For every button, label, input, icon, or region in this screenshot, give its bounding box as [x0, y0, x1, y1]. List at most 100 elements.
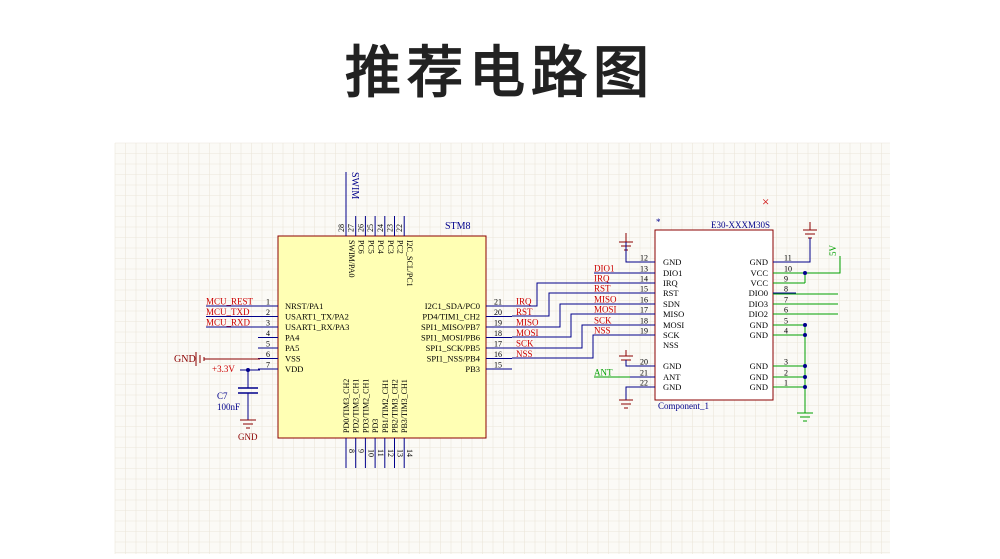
stm8-top-pin-name: SWIM/PA0 [347, 240, 356, 278]
stm8-bottom-pin-num: 11 [376, 449, 385, 457]
e30-right-pin-name: GND [750, 382, 768, 392]
e30-left-net-label: ANT [594, 368, 613, 378]
e30-vcc-wire [773, 256, 841, 274]
e30-left-pin-num: 16 [640, 296, 648, 305]
e30-vcc-junction [803, 271, 807, 275]
e30-left-net-label: MISO [594, 295, 617, 305]
stm8-right-pin-num: 15 [494, 361, 502, 370]
e30-right-pin-num: 7 [784, 296, 788, 305]
e30-left-pin-name: SDN [663, 299, 680, 309]
e30-left-pin-num: 14 [640, 275, 648, 284]
e30-right-pin-num: 8 [784, 285, 788, 294]
stm8-left-pin-name: VSS [285, 354, 301, 364]
stm8-right-pin-num: 19 [494, 319, 502, 328]
e30-right-pin-num: 9 [784, 275, 788, 284]
stm8-left-pin-num: 6 [266, 350, 270, 359]
vdd-net-label: +3.3V [212, 364, 235, 374]
stm8-bottom-pin-name: PB1/TIM2_CH1 [381, 379, 390, 433]
e30-right-pin-name: DIO3 [749, 299, 768, 309]
e30-left-pin-name: ANT [663, 372, 681, 382]
e30-gnd-mid-wire [625, 360, 655, 367]
stm8-bottom-pin-name: PD3 [371, 419, 380, 433]
stm8-top-pin-name: PC5 [366, 240, 375, 254]
e30-right-pin-name: GND [750, 372, 768, 382]
stm8-right-pin-name: I2C1_SDA/PC0 [425, 301, 480, 311]
stm8-left-pin-num: 7 [266, 361, 270, 370]
e30-left-net-label: IRQ [594, 274, 610, 284]
e30-right-pin-num: 5 [784, 317, 788, 326]
e30-right-pin-name: DIO0 [749, 288, 768, 298]
stm8-right-net-label: NSS [516, 349, 533, 359]
e30-gnd-bottom-symbol [619, 399, 633, 409]
e30-module-body [654, 229, 774, 401]
stm8-top-pin-name: PC6 [357, 240, 366, 254]
stm8-left-pin-num: 3 [266, 319, 270, 328]
stm8-bottom-pin-name: PD0/TIM3_CH2 [342, 379, 351, 433]
stm8-right-pin-num: 17 [494, 340, 502, 349]
stm8-right-pin-name: SPI1_MISO/PB7 [421, 322, 480, 332]
e30-left-pin-name: DIO1 [663, 268, 682, 278]
stm8-bottom-pin-name: PB3/TIM3_CH1 [400, 379, 409, 433]
stm8-top-pin-num: 28 [337, 224, 346, 232]
e30-right-pin-num: 4 [784, 327, 788, 336]
stm8-left-net-label: MCU_RXD [206, 318, 251, 328]
e30-left-pin-name: SCK [663, 330, 680, 340]
e30-module-name: E30-XXXM30S [711, 220, 770, 230]
stm8-right-pin-num: 18 [494, 329, 502, 338]
stm8-right-pin-name: SPI1_NSS/PB4 [427, 354, 481, 364]
swim-net-label: SWIM [349, 172, 360, 199]
e30-left-net-label: SCK [594, 316, 612, 326]
e30-right-pins: 11GND10VCC9VCC8DIO07DIO36DIO25GND4GND3GN… [749, 254, 796, 392]
e30-left-pin-name: GND [663, 382, 681, 392]
e30-left-net-label: NSS [594, 326, 611, 336]
stm8-right-net-label: MOSI [516, 328, 539, 338]
page-title: 推荐电路图 [345, 41, 655, 106]
cap-gnd-label: GND [238, 432, 258, 442]
stm8-left-pin-name: USART1_TX/PA2 [285, 312, 349, 322]
e30-left-pin-name: RST [663, 288, 679, 298]
e30-right-pin-name: VCC [751, 278, 769, 288]
e30-right-gnd-top-symbol [803, 222, 817, 239]
e30-dio-stubs [773, 293, 838, 315]
stm8-left-pin-num: 4 [266, 329, 270, 338]
stm8-top-pin-name: PC2 [396, 240, 405, 254]
e30-right-pin-num: 1 [784, 379, 788, 388]
stm8-top-pin-name: PC4 [376, 240, 385, 254]
e30-right-pin-name: VCC [751, 268, 769, 278]
stm8-bottom-pin-name: PD3/TIM2_CH1 [361, 379, 370, 433]
stm8-left-pin-name: PA5 [285, 343, 299, 353]
stm8-right-pin-name: PB3 [465, 364, 480, 374]
vdd-junction [246, 368, 250, 372]
e30-left-pin-num: 13 [640, 265, 648, 274]
e30-right-gnd-top-wire [773, 238, 811, 263]
stm8-top-pin-num: 25 [366, 224, 375, 232]
e30-left-pin-num: 19 [640, 327, 648, 336]
e30-right-pin-num: 11 [784, 254, 792, 263]
stm8-top-pin-name: PC3 [386, 240, 395, 254]
e30-left-pin-name: GND [663, 257, 681, 267]
gnd-left-label: GND [174, 354, 196, 365]
cap-gnd-symbol [240, 419, 256, 429]
e30-left-net-label: RST [594, 284, 611, 294]
cap-name: C7 [217, 391, 228, 401]
stm8-left-pin-name: PA4 [285, 333, 300, 343]
e30-left-pin-num: 15 [640, 285, 648, 294]
e30-left-pin-num: 17 [640, 306, 648, 315]
e30-gnd-top-wire [625, 242, 655, 263]
stm8-left-pin-name: NRST/PA1 [285, 301, 323, 311]
e30-left-pin-name: NSS [663, 340, 679, 350]
e30-right-pin-name: DIO2 [749, 309, 768, 319]
e30-cross-marker: × [762, 194, 769, 209]
stm8-bottom-pin-num: 10 [366, 449, 375, 457]
e30-right-pin-name: GND [750, 361, 768, 371]
stm8-top-pin-name: I2C_SCL/PC1 [405, 240, 414, 287]
e30-left-pin-name: IRQ [663, 278, 678, 288]
stm8-right-net-label: RST [516, 307, 533, 317]
stm8-chip-name: STM8 [445, 221, 471, 232]
e30-left-pin-name: GND [663, 361, 681, 371]
stm8-bottom-pin-num: 13 [396, 449, 405, 457]
e30-right-pin-name: GND [750, 257, 768, 267]
cap-value: 100nF [217, 402, 240, 412]
